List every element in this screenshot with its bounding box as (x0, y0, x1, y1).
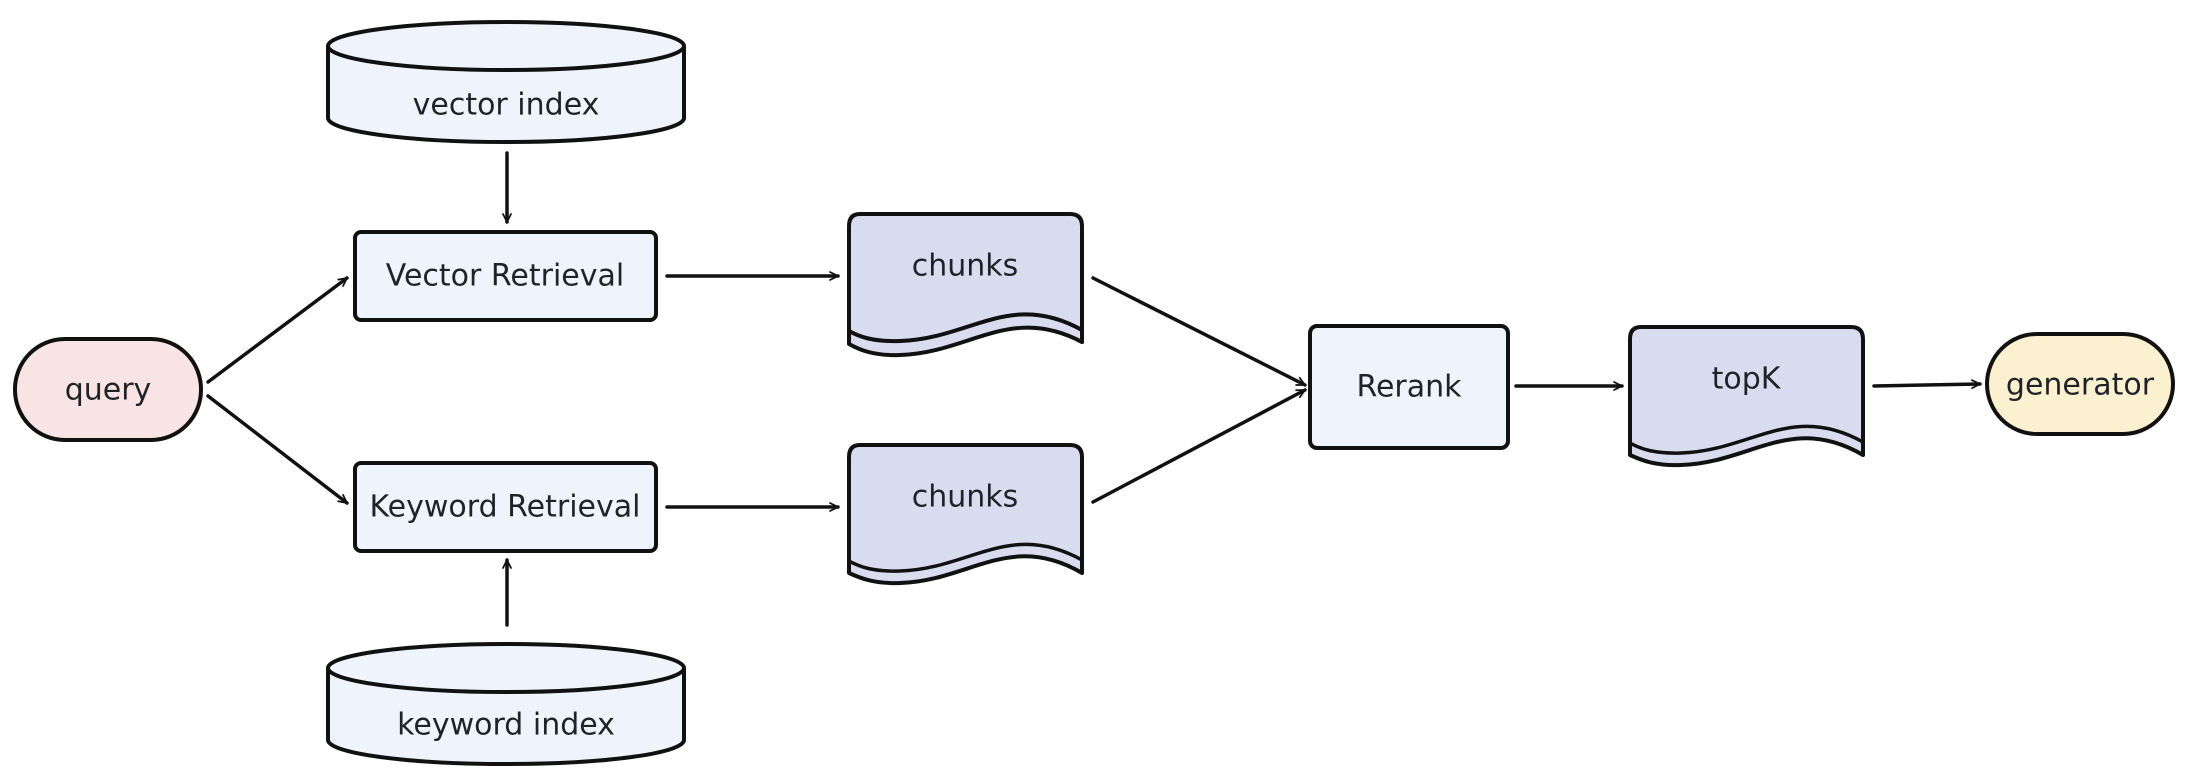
rerank-label: Rerank (1356, 370, 1462, 405)
vector-index-node: vector index (326, 20, 686, 144)
keyword-retrieval-label: Keyword Retrieval (370, 490, 641, 525)
rerank-node: Rerank (1308, 324, 1510, 450)
edge-chunks-top-to-rerank (1091, 276, 1307, 387)
generator-label: generator (2006, 368, 2155, 403)
edge-query-to-vector-retrieval (206, 276, 349, 384)
vector-retrieval-label: Vector Retrieval (386, 259, 624, 294)
topk-node: topK (1628, 325, 1865, 468)
query-node: query (13, 337, 203, 442)
chunks-top-label: chunks (912, 249, 1019, 284)
keyword-index-label: keyword index (397, 708, 615, 743)
edge-topk-to-generator (1872, 379, 1982, 390)
keyword-retrieval-node: Keyword Retrieval (353, 461, 658, 553)
vector-retrieval-node: Vector Retrieval (353, 230, 658, 322)
vector-index-label: vector index (413, 88, 600, 123)
edge-chunks-bottom-to-rerank (1091, 388, 1307, 504)
edges (206, 151, 1982, 627)
chunks-bottom-node: chunks (847, 443, 1084, 586)
topk-label: topK (1712, 362, 1782, 397)
chunks-top-node: chunks (847, 212, 1084, 358)
keyword-index-node: keyword index (326, 642, 686, 766)
query-label: query (65, 373, 152, 408)
edge-query-to-keyword-retrieval (206, 394, 349, 505)
chunks-bottom-label: chunks (912, 480, 1019, 515)
generator-node: generator (1985, 332, 2175, 436)
